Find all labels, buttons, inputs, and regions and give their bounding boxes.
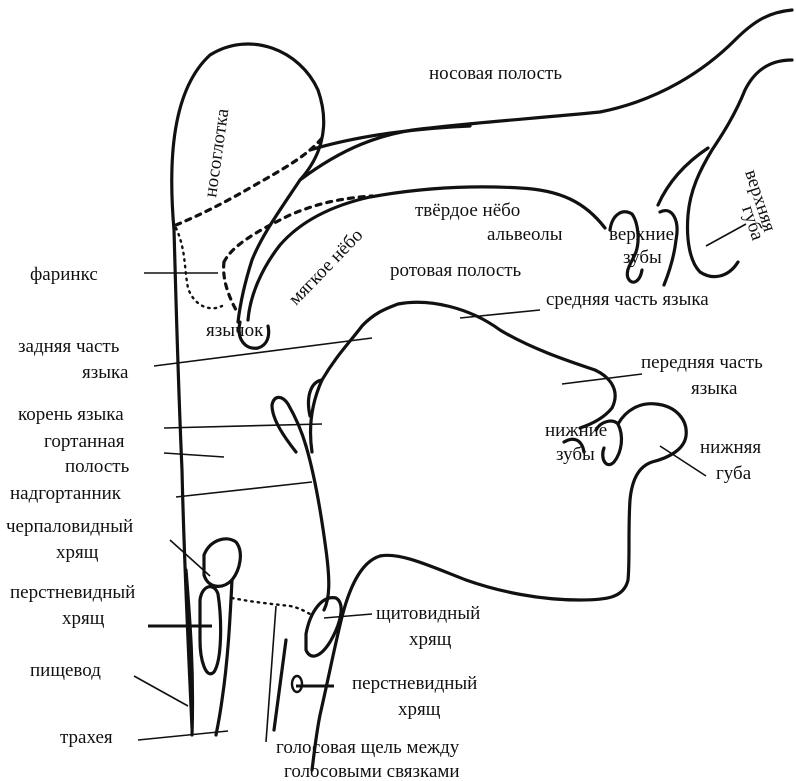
label-front-tongue-2: языка — [691, 378, 738, 399]
label-glottis-2: голосовыми связками — [284, 761, 460, 781]
label-lower-teeth-1: нижние — [545, 420, 607, 441]
leader-upper-lip — [706, 224, 746, 246]
glottis-dotted — [232, 598, 310, 614]
label-upper-teeth-2: зубы — [623, 247, 662, 268]
label-front-tongue-1: передняя часть — [641, 352, 763, 373]
label-soft-palate: мягкое нёбо — [284, 225, 367, 310]
cricoid-cartilage-right — [292, 676, 302, 692]
label-cricoid-right-2: хрящ — [398, 699, 441, 720]
arytenoid-cartilage — [204, 539, 240, 586]
labels: носовая полость носоглотка верхняя губа … — [6, 63, 780, 781]
label-alveoli: альвеолы — [487, 224, 563, 245]
label-larynx-cavity-1: гортанная — [44, 431, 125, 452]
upper-teeth-outline-2 — [660, 211, 677, 285]
label-nasal-cavity: носовая полость — [429, 63, 562, 84]
label-lower-lip-1: нижняя — [700, 437, 761, 458]
label-glottis-1: голосовая щель между — [276, 737, 460, 758]
nasal-cavity-roof — [300, 10, 792, 180]
lower-lip-chin-jaw — [312, 404, 686, 770]
upper-lip-outline — [658, 148, 708, 205]
label-back-tongue-2: языка — [82, 362, 129, 383]
label-uvula: язычок — [206, 320, 264, 341]
label-esophagus: пищевод — [30, 660, 101, 681]
soft-palate-raised-2 — [224, 262, 236, 310]
leader-epiglottis — [176, 482, 312, 497]
label-lower-lip-2: губа — [716, 463, 752, 484]
leader-larynx-cavity — [164, 453, 224, 457]
pharynx-dotted — [176, 228, 222, 308]
label-thyroid-2: хрящ — [409, 629, 452, 650]
label-arytenoid-1: черпаловидный — [6, 516, 133, 537]
label-epiglottis: надгортанник — [10, 483, 122, 504]
label-arytenoid-2: хрящ — [56, 542, 99, 563]
label-mid-tongue: средняя часть языка — [546, 289, 709, 310]
leader-esophagus — [134, 676, 188, 706]
label-cricoid-right-1: перстневидный — [352, 673, 477, 694]
label-nasopharynx: носоглотка — [200, 107, 233, 199]
cricoid-cartilage-left — [200, 587, 221, 674]
label-upper-teeth-1: верхние — [609, 224, 674, 245]
label-cricoid-left-2: хрящ — [62, 608, 105, 629]
label-trachea: трахея — [60, 727, 113, 748]
nose-lower-contour — [688, 60, 793, 277]
label-back-tongue-1: задняя часть — [18, 336, 120, 357]
label-larynx-cavity-2: полость — [65, 456, 130, 477]
label-lower-teeth-2: зубы — [556, 444, 595, 465]
label-hard-palate: твёрдое нёбо — [415, 200, 520, 221]
label-tongue-root: корень языка — [18, 404, 124, 425]
nasal-cavity-floor — [310, 126, 470, 150]
label-pharynx: фаринкс — [30, 264, 98, 285]
label-thyroid-1: щитовидный — [376, 603, 480, 624]
leader-thyroid — [324, 614, 372, 618]
label-oral-cavity: ротовая полость — [390, 260, 522, 281]
esophagus-bottom — [274, 640, 286, 730]
label-cricoid-left-1: перстневидный — [10, 582, 135, 603]
larynx-anterior-wall — [306, 446, 329, 610]
